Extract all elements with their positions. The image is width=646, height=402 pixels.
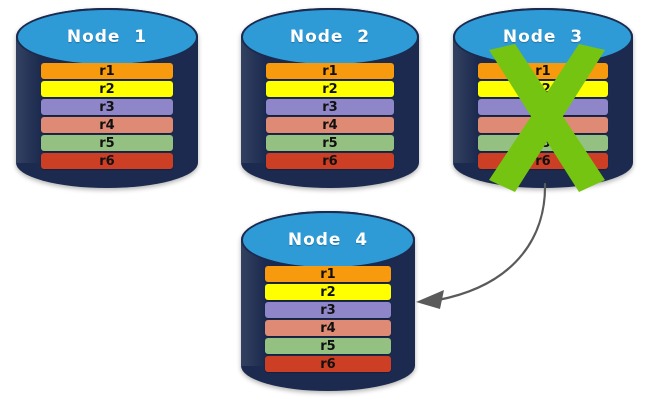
node-3[interactable]: Node 3 r1 r2 r3 r4 r5 r6 — [453, 8, 633, 188]
node-2[interactable]: Node 2 r1 r2 r3 r4 r5 r6 — [241, 8, 419, 188]
row-item-r2[interactable]: r2 — [265, 284, 391, 300]
row-item-r6[interactable]: r6 — [265, 356, 391, 372]
row-list: r1 r2 r3 r4 r5 r6 — [265, 266, 391, 372]
row-item-r5[interactable]: r5 — [265, 135, 395, 151]
row-item-r3[interactable]: r3 — [41, 99, 173, 115]
row-item-r3[interactable]: r3 — [265, 302, 391, 318]
row-item-r5[interactable]: r5 — [265, 338, 391, 354]
row-item-r1[interactable]: r1 — [41, 63, 173, 79]
row-item-r6[interactable]: r6 — [41, 153, 173, 169]
row-item-r4[interactable]: r4 — [478, 117, 608, 133]
node-label: Node 3 — [502, 26, 584, 47]
row-item-r5[interactable]: r5 — [41, 135, 173, 151]
row-item-r4[interactable]: r4 — [265, 117, 395, 133]
row-item-r4[interactable]: r4 — [41, 117, 173, 133]
row-item-r1[interactable]: r1 — [478, 63, 608, 79]
row-item-r1[interactable]: r1 — [265, 63, 395, 79]
arrow-head — [416, 290, 444, 309]
row-item-r3[interactable]: r3 — [265, 99, 395, 115]
arrow-curve — [436, 182, 547, 302]
row-list: r1 r2 r3 r4 r5 r6 — [265, 63, 395, 169]
row-item-r2[interactable]: r2 — [478, 81, 608, 97]
row-item-r6[interactable]: r6 — [265, 153, 395, 169]
row-item-r4[interactable]: r4 — [265, 320, 391, 336]
node-1[interactable]: Node 1 r1 r2 r3 r4 r5 r6 — [16, 8, 198, 188]
row-list: r1 r2 r3 r4 r5 r6 — [478, 63, 608, 169]
row-item-r5[interactable]: r5 — [478, 135, 608, 151]
row-item-r1[interactable]: r1 — [265, 266, 391, 282]
row-item-r2[interactable]: r2 — [41, 81, 173, 97]
row-item-r2[interactable]: r2 — [265, 81, 395, 97]
row-item-r6[interactable]: r6 — [478, 153, 608, 169]
node-label: Node 4 — [287, 229, 369, 250]
migration-arrow — [416, 182, 547, 309]
node-4[interactable]: Node 4 r1 r2 r3 r4 r5 r6 — [241, 211, 415, 391]
row-item-r3[interactable]: r3 — [478, 99, 608, 115]
row-list: r1 r2 r3 r4 r5 r6 — [41, 63, 173, 169]
node-label: Node 2 — [289, 26, 371, 47]
node-label: Node 1 — [66, 26, 148, 47]
